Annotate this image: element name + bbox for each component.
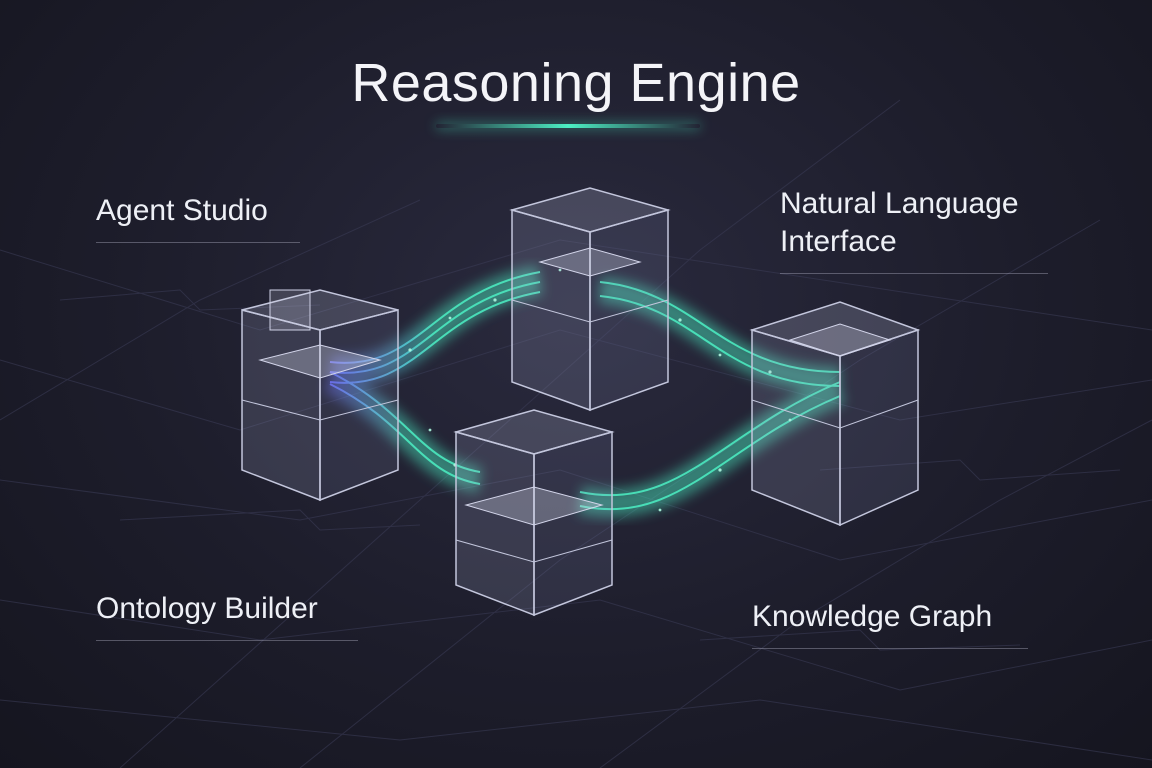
label-knowledge-graph: Knowledge Graph [752,598,1028,649]
server-box-agent-studio [241,289,399,502]
data-flow [324,265,846,518]
label-rule [96,242,300,243]
label-rule [96,640,358,641]
label-knowledge-graph-text: Knowledge Graph [752,600,993,633]
server-box-natural-language-interface [509,187,671,412]
label-rule [780,273,1048,274]
label-agent-studio-text: Agent Studio [96,194,268,227]
server-box-ontology-builder [453,409,615,617]
label-ontology-builder-text: Ontology Builder [96,592,318,625]
label-rule [752,648,1028,649]
label-nli-line1: Natural Language [780,187,1019,220]
page-title: Reasoning Engine [351,53,801,113]
label-natural-language-interface: Natural Language Interface [780,185,1048,274]
label-ontology-builder: Ontology Builder [96,590,358,641]
label-nli-line2: Interface [780,225,897,258]
label-agent-studio: Agent Studio [96,192,300,243]
server-box-knowledge-graph [749,301,921,527]
circuit-grid [0,99,1152,768]
title-underline-glow [436,124,700,128]
